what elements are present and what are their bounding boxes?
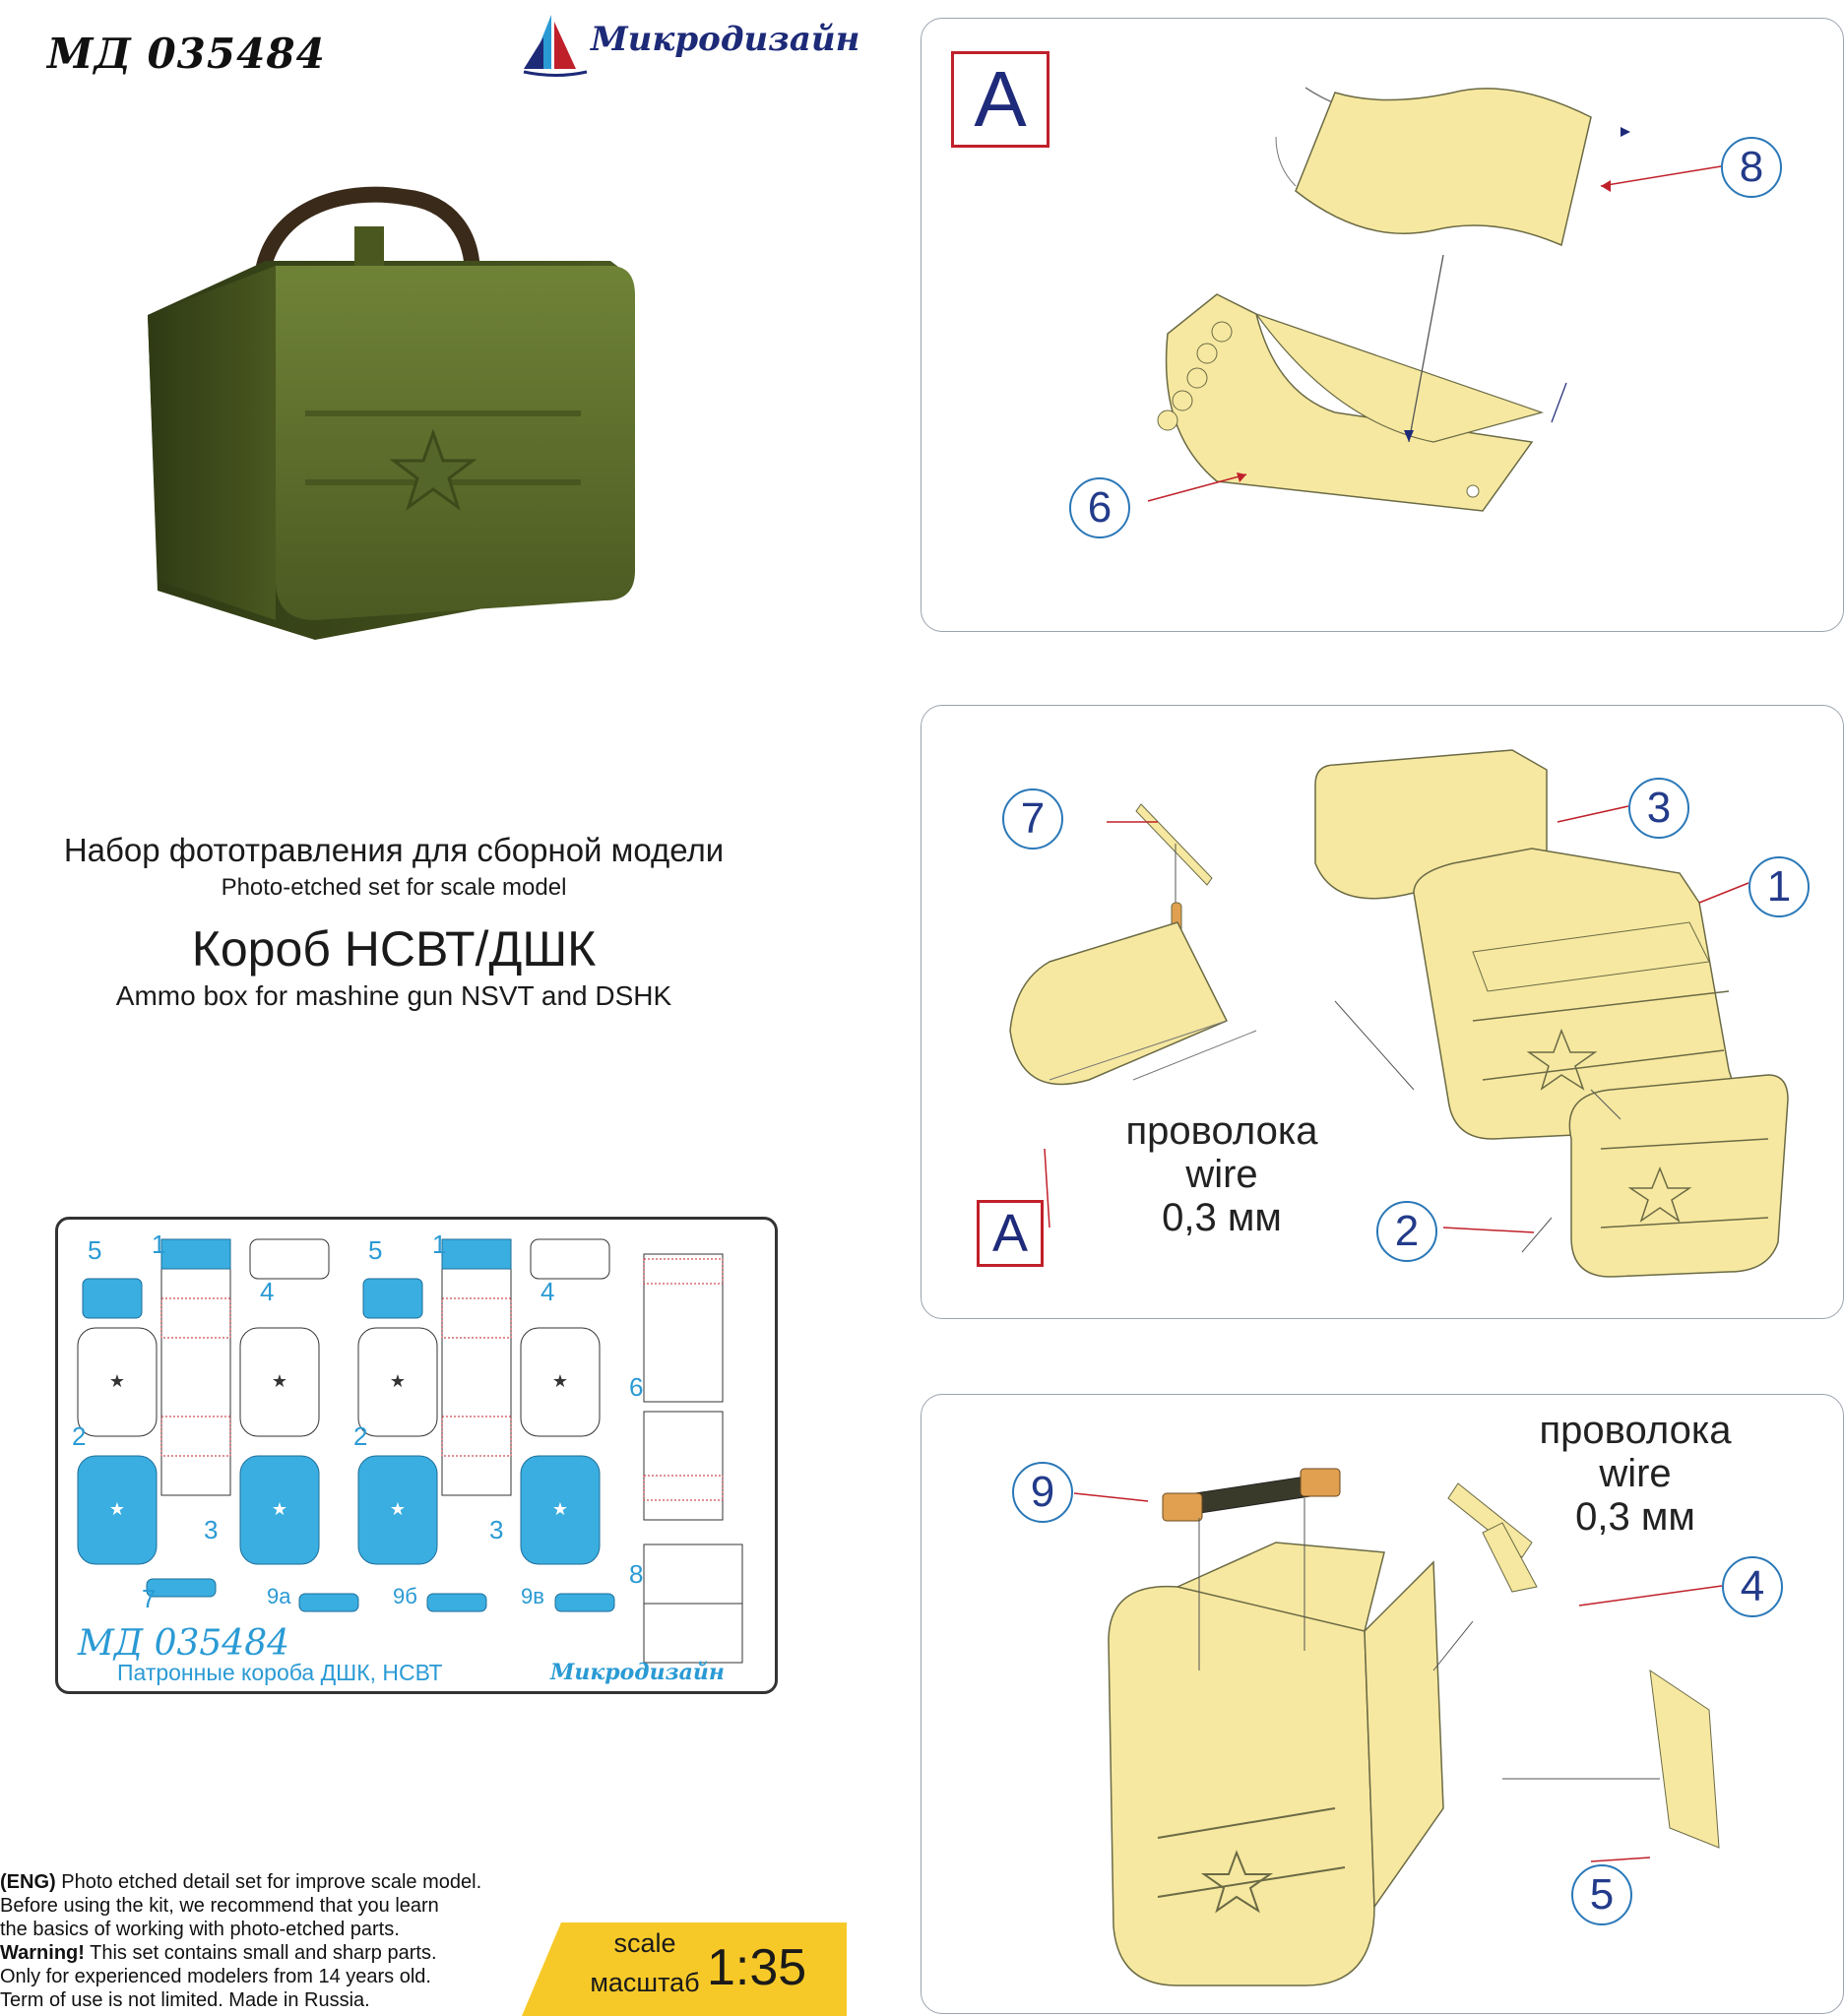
notes-line-2: Before using the kit, we recommend that … bbox=[0, 1895, 439, 1917]
brand-name: Микродизайн bbox=[591, 20, 860, 59]
fret-label-9b: 9б bbox=[393, 1584, 417, 1608]
callout-4: 4 bbox=[1722, 1556, 1783, 1617]
fret-parts-drawing: ★ ★ ★ ★ bbox=[77, 1238, 743, 1664]
callout-2: 2 bbox=[1376, 1201, 1437, 1262]
fret-caption: Патронные короба ДШК, НСВТ bbox=[117, 1660, 443, 1685]
callout-6: 6 bbox=[1069, 477, 1130, 538]
sailboat-logo-icon bbox=[523, 15, 588, 77]
fret-code: МД 035484 bbox=[78, 1623, 289, 1664]
svg-text:★: ★ bbox=[272, 1499, 287, 1519]
fret-label-9v: 9в bbox=[521, 1584, 544, 1608]
brand-logo: Микродизайн bbox=[522, 10, 859, 79]
fret-label-2a: 2 bbox=[72, 1421, 87, 1451]
notes-line-3: the basics of working with photo-etched … bbox=[0, 1919, 400, 1940]
callout-9: 9 bbox=[1012, 1462, 1073, 1523]
panel-b-drawing bbox=[1009, 749, 1789, 1278]
title-ru: Набор фототравления для сборной модели bbox=[63, 832, 725, 868]
svg-text:★: ★ bbox=[272, 1371, 287, 1391]
fret-label-5b: 5 bbox=[368, 1235, 383, 1265]
fret-label-2b: 2 bbox=[353, 1421, 368, 1451]
wire-label-en: wire bbox=[1185, 1153, 1258, 1196]
assembly-panel-a: A 8 6 bbox=[921, 18, 1844, 632]
wire-note: проволока wire 0,3 мм bbox=[1109, 1109, 1335, 1239]
fret-label-8: 8 bbox=[629, 1559, 644, 1589]
wire-label-ru-2: проволока bbox=[1539, 1409, 1732, 1452]
svg-text:★: ★ bbox=[109, 1371, 125, 1391]
callout-1: 1 bbox=[1749, 856, 1810, 917]
scale-label-ru: масштаб bbox=[590, 1968, 700, 1997]
fret-label-1a: 1 bbox=[152, 1229, 166, 1259]
scale-badge: scale масштаб 1:35 bbox=[522, 1922, 847, 2016]
fret-label-3a: 3 bbox=[204, 1515, 219, 1544]
usage-notes: (ENG) Photo etched detail set for improv… bbox=[0, 1870, 551, 2012]
wire-label-ru: проволока bbox=[1125, 1109, 1318, 1153]
wire-gauge: 0,3 мм bbox=[1162, 1196, 1282, 1239]
product-code: МД 035484 bbox=[47, 30, 326, 78]
product-name-ru: Короб НСВТ/ДШК bbox=[191, 921, 597, 976]
scale-badge-shape bbox=[522, 1922, 847, 2016]
notes-line-4: This set contains small and sharp parts. bbox=[84, 1942, 437, 1964]
wire-gauge-2: 0,3 мм bbox=[1575, 1495, 1695, 1539]
fret-label-3b: 3 bbox=[489, 1515, 504, 1544]
wire-note-2: проволока wire 0,3 мм bbox=[1493, 1409, 1778, 1539]
step-badge-a-ref: A bbox=[977, 1200, 1044, 1267]
assembly-panel-c: 9 4 5 проволока wire 0,3 мм bbox=[921, 1394, 1844, 2014]
title-en: Photo-etched set for scale model bbox=[221, 874, 567, 901]
fret-label-7: 7 bbox=[142, 1584, 157, 1613]
photo-etched-fret: ★ ★ ★ ★ 5 1 4 5 1 4 6 2 3 2 3 7 9а 9б 9в… bbox=[55, 1217, 778, 1694]
fret-label-9a: 9а bbox=[267, 1584, 291, 1608]
callout-8: 8 bbox=[1721, 137, 1782, 198]
fret-brand: Микродизайн bbox=[550, 1660, 725, 1685]
ammo-box-photo bbox=[148, 186, 635, 640]
scale-value: 1:35 bbox=[707, 1939, 807, 1996]
callout-5: 5 bbox=[1571, 1864, 1632, 1925]
step-badge-a: A bbox=[951, 51, 1049, 148]
callout-7: 7 bbox=[1002, 788, 1063, 850]
notes-line-6: Term of use is not limited. Made in Russ… bbox=[0, 1989, 370, 2011]
panel-a-drawing bbox=[1147, 87, 1722, 512]
fret-label-4a: 4 bbox=[260, 1277, 275, 1306]
fret-label-6: 6 bbox=[629, 1372, 644, 1402]
notes-eng-tag: (ENG) bbox=[0, 1871, 56, 1893]
fret-label-4b: 4 bbox=[540, 1277, 555, 1306]
notes-warning-tag: Warning! bbox=[0, 1942, 85, 1964]
notes-line-5: Only for experienced modelers from 14 ye… bbox=[0, 1966, 431, 1987]
wire-label-en-2: wire bbox=[1599, 1452, 1672, 1495]
callout-3: 3 bbox=[1628, 778, 1689, 839]
scale-label-en: scale bbox=[613, 1928, 676, 1958]
product-name-en: Ammo box for mashine gun NSVT and DSHK bbox=[115, 980, 672, 1011]
svg-text:★: ★ bbox=[109, 1499, 125, 1519]
fret-label-5a: 5 bbox=[88, 1235, 102, 1265]
assembly-panel-b: 7 3 1 2 A проволока wire 0,3 мм bbox=[921, 705, 1844, 1319]
notes-line-1: Photo etched detail set for improve scal… bbox=[55, 1871, 482, 1893]
fret-label-1b: 1 bbox=[432, 1229, 447, 1259]
panel-c-drawing bbox=[1073, 1468, 1723, 1986]
